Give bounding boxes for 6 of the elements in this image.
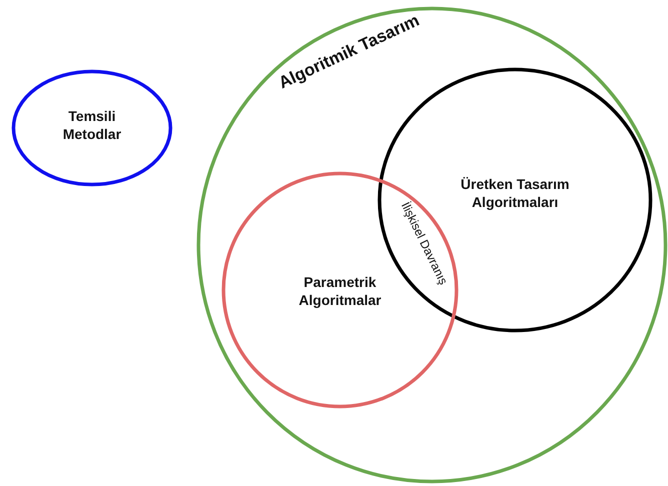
venn-circle (197, 7, 667, 483)
set-label: Temsili Metodlar (62, 108, 122, 143)
venn-circle (12, 70, 172, 186)
venn-circle (222, 172, 458, 408)
set-label: Üretken Tasarım Algoritmaları (460, 176, 570, 211)
set-label: Parametrik Algoritmalar (298, 274, 382, 309)
